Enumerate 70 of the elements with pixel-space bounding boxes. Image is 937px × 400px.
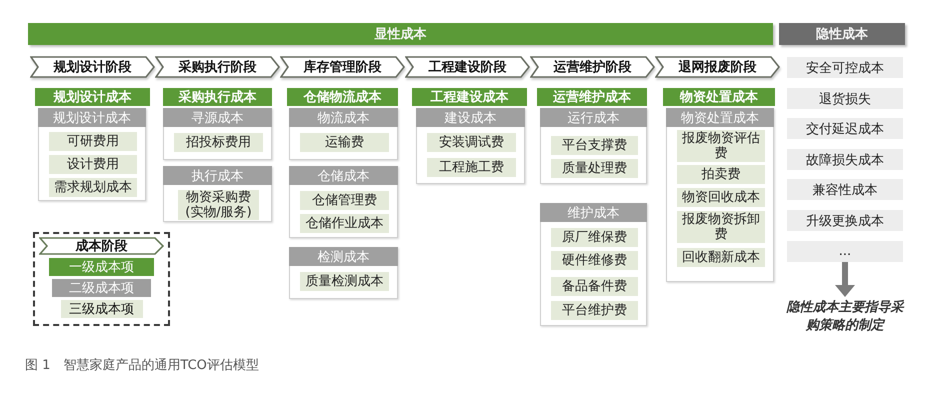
cost-category-header: 仓储物流成本 bbox=[287, 88, 398, 106]
process-step: 采购执行阶段 bbox=[155, 56, 280, 78]
process-step: 工程建设阶段 bbox=[405, 56, 530, 78]
legend-label: 三级成本项 bbox=[69, 301, 134, 318]
subcategory-header: 仓储成本 bbox=[289, 166, 398, 185]
cost-group-panel bbox=[38, 108, 146, 201]
cost-item: 仓储管理费 bbox=[300, 191, 389, 210]
process-step: 库存管理阶段 bbox=[280, 56, 405, 78]
cost-item: 回收翻新成本 bbox=[677, 248, 765, 267]
cost-group-panel bbox=[289, 166, 398, 238]
subcategory-header: 规划设计成本 bbox=[38, 108, 146, 127]
subcategory-header: 运行成本 bbox=[540, 108, 647, 127]
cost-item: 设计费用 bbox=[49, 155, 137, 174]
note-text: 隐性成本主要指导采购策略的制定 bbox=[784, 297, 906, 337]
cost-item: 报废物资拆卸费 bbox=[677, 211, 765, 243]
subcategory-header: 物流成本 bbox=[289, 108, 398, 127]
subcategory-header: 物资处置成本 bbox=[666, 108, 774, 127]
cost-item: 工程施工费 bbox=[427, 158, 516, 177]
cost-item: 安装调试费 bbox=[427, 133, 516, 152]
cost-item: 平台支撑费 bbox=[551, 136, 638, 155]
cost-item: 需求规划成本 bbox=[49, 178, 137, 197]
subcategory-header: 维护成本 bbox=[540, 203, 647, 222]
cost-item: 原厂维保费 bbox=[551, 228, 638, 247]
cost-group-panel bbox=[289, 108, 398, 160]
cost-group-panel bbox=[163, 108, 272, 160]
cost-category-header: 工程建设成本 bbox=[412, 88, 527, 106]
cost-item: ... bbox=[787, 241, 903, 262]
cost-item: 仓储作业成本 bbox=[300, 214, 389, 233]
cost-item: 物资回收成本 bbox=[677, 188, 765, 207]
section-banner: 隐性成本 bbox=[779, 23, 905, 45]
cost-item: 备品备件费 bbox=[551, 277, 638, 296]
cost-category-header: 物资处置成本 bbox=[663, 88, 775, 106]
subcategory-header: 执行成本 bbox=[163, 166, 272, 185]
process-step: 退网报废阶段 bbox=[655, 56, 780, 78]
legend-label: 一级成本项 bbox=[69, 259, 134, 276]
cost-item: 交付延迟成本 bbox=[787, 118, 903, 139]
cost-group-panel bbox=[163, 166, 272, 222]
cost-item: 可研费用 bbox=[49, 132, 137, 151]
cost-item: 拍卖费 bbox=[677, 165, 765, 184]
cost-group-panel bbox=[666, 108, 774, 282]
cost-item: 安全可控成本 bbox=[787, 57, 903, 78]
cost-item: 兼容性成本 bbox=[787, 179, 903, 200]
process-step: 运营维护阶段 bbox=[530, 56, 655, 78]
process-step: 规划设计阶段 bbox=[30, 56, 155, 78]
subcategory-header: 建设成本 bbox=[416, 108, 525, 127]
cost-item: 退货损失 bbox=[787, 88, 903, 109]
subcategory-header: 寻源成本 bbox=[163, 108, 272, 127]
cost-group-panel bbox=[540, 108, 647, 184]
cost-item: 招投标费用 bbox=[174, 133, 263, 152]
legend-label: 二级成本项 bbox=[69, 280, 134, 297]
cost-item: 报废物资评估费 bbox=[677, 130, 765, 162]
cost-item: 平台维护费 bbox=[551, 301, 638, 320]
cost-category-header: 规划设计成本 bbox=[35, 88, 150, 106]
cost-category-header: 采购执行成本 bbox=[163, 88, 272, 106]
cost-item: 物资采购费(实物/服务) bbox=[178, 190, 259, 220]
cost-group-panel bbox=[289, 247, 398, 299]
cost-category-header: 运营维护成本 bbox=[537, 88, 647, 106]
cost-item: 质量处理费 bbox=[551, 159, 638, 178]
cost-item: 硬件维修费 bbox=[551, 251, 638, 270]
caption: 图 1 智慧家庭产品的通用TCO评估模型 bbox=[25, 357, 259, 374]
cost-group-panel bbox=[416, 108, 525, 184]
cost-item: 质量检测成本 bbox=[300, 272, 389, 291]
cost-item: 故障损失成本 bbox=[787, 149, 903, 170]
arrow bbox=[835, 262, 855, 297]
cost-item: 升级更换成本 bbox=[787, 210, 903, 231]
subcategory-header: 检测成本 bbox=[289, 247, 398, 266]
legend-label: 成本阶段 bbox=[76, 238, 128, 255]
cost-group-panel bbox=[540, 203, 647, 326]
cost-item: 运输费 bbox=[300, 133, 389, 152]
section-banner: 显性成本 bbox=[28, 23, 773, 45]
